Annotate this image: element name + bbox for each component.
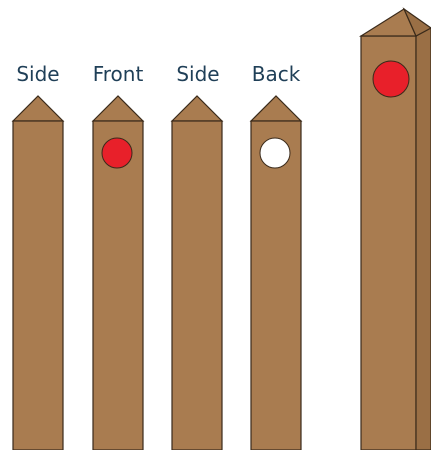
post-body xyxy=(13,121,63,450)
post-face-side-1 xyxy=(13,96,63,450)
post-cap xyxy=(172,96,222,121)
post-cap xyxy=(13,96,63,121)
red-marker xyxy=(373,61,409,97)
post-3d xyxy=(361,9,431,450)
red-marker xyxy=(102,138,132,168)
post-cap xyxy=(251,96,301,121)
post-body xyxy=(93,121,143,450)
post-3d-front-face xyxy=(361,36,416,450)
post-body xyxy=(251,121,301,450)
post-3d-side-face xyxy=(416,28,431,450)
white-marker xyxy=(260,138,290,168)
post-face-side-2 xyxy=(172,96,222,450)
post-face-front xyxy=(93,96,143,450)
post-cap xyxy=(93,96,143,121)
post-face-back xyxy=(251,96,301,450)
post-body xyxy=(172,121,222,450)
